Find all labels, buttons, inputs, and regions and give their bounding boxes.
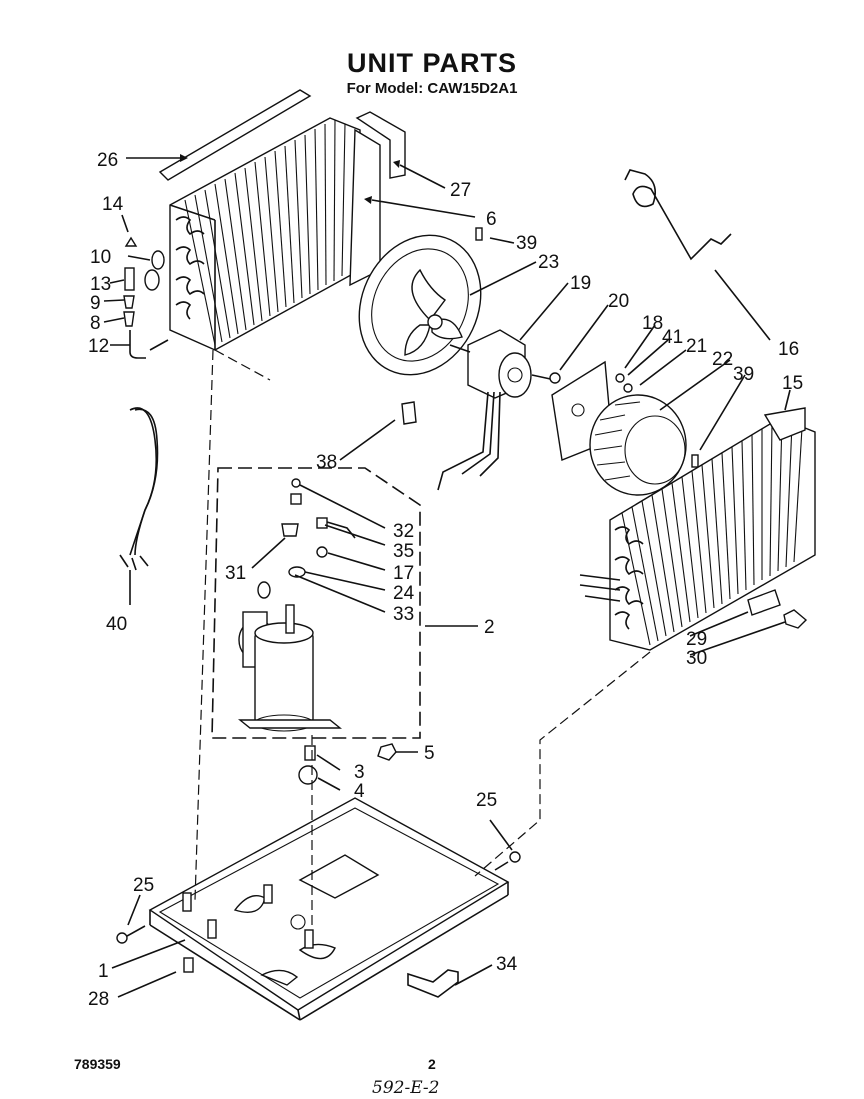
callout-31: 31 — [225, 563, 246, 584]
callout-14: 14 — [102, 194, 124, 215]
callout-2: 2 — [484, 617, 495, 638]
fan-motor — [437, 329, 556, 491]
callout-20: 20 — [608, 291, 629, 312]
callout-19: 19 — [570, 273, 591, 294]
callout-29: 29 — [686, 629, 707, 650]
drain-parts — [747, 589, 808, 629]
callout-25-right: 25 — [476, 790, 497, 811]
power-cord-harness — [119, 407, 159, 571]
callout-5: 5 — [424, 743, 435, 764]
side-seal-strip — [355, 111, 406, 179]
handle-bracket — [407, 969, 459, 998]
callout-6: 6 — [486, 209, 497, 230]
callout-15: 15 — [782, 373, 803, 394]
compressor-group — [211, 467, 421, 739]
callout-35: 35 — [393, 541, 414, 562]
document-code: 789359 — [74, 1056, 121, 1072]
callout-21: 21 — [686, 336, 707, 357]
callout-8: 8 — [90, 313, 101, 334]
callout-24: 24 — [393, 583, 415, 604]
callout-33: 33 — [393, 604, 414, 625]
callout-16: 16 — [778, 339, 799, 360]
mounting-hardware — [298, 743, 397, 785]
page-title: UNIT PARTS — [347, 48, 517, 78]
callout-39-lower: 39 — [733, 364, 754, 385]
screws — [116, 851, 521, 944]
small-clips — [401, 227, 699, 468]
callout-22: 22 — [712, 349, 733, 370]
callout-27: 27 — [450, 180, 471, 201]
leader-lines — [103, 154, 791, 998]
callout-39-upper: 39 — [516, 233, 537, 254]
callout-1: 1 — [98, 961, 109, 982]
callout-32: 32 — [393, 521, 414, 542]
callout-41: 41 — [662, 327, 683, 348]
callout-25-left: 25 — [133, 875, 154, 896]
callout-26: 26 — [97, 150, 118, 171]
condenser-fan-shroud — [358, 234, 482, 376]
base-pan — [148, 797, 510, 1021]
spring-clip — [624, 169, 732, 261]
callout-40: 40 — [106, 614, 127, 635]
handwritten-note: 592-E-2 — [372, 1078, 440, 1098]
callout-23: 23 — [538, 252, 559, 273]
callout-34: 34 — [496, 954, 518, 975]
page-number: 2 — [428, 1056, 436, 1072]
evaporator-coil — [579, 407, 816, 651]
model-subtitle: For Model: CAW15D2A1 — [346, 80, 518, 97]
callout-10: 10 — [90, 247, 111, 268]
callout-12: 12 — [88, 336, 109, 357]
callout-13: 13 — [90, 274, 111, 295]
callout-17: 17 — [393, 563, 414, 584]
callout-38: 38 — [316, 452, 337, 473]
callout-labels: 26 27 6 14 10 13 9 8 12 39 23 19 20 18 4… — [88, 150, 803, 1010]
callout-9: 9 — [90, 293, 101, 314]
callout-30: 30 — [686, 648, 707, 669]
callout-4: 4 — [354, 781, 365, 802]
callout-3: 3 — [354, 762, 365, 783]
condenser-coil — [169, 117, 381, 351]
small-fittings — [123, 236, 165, 359]
coil-top-seal-strip — [158, 89, 312, 181]
blower-wheel — [589, 394, 687, 496]
callout-18: 18 — [642, 313, 663, 334]
callout-28: 28 — [88, 989, 109, 1010]
